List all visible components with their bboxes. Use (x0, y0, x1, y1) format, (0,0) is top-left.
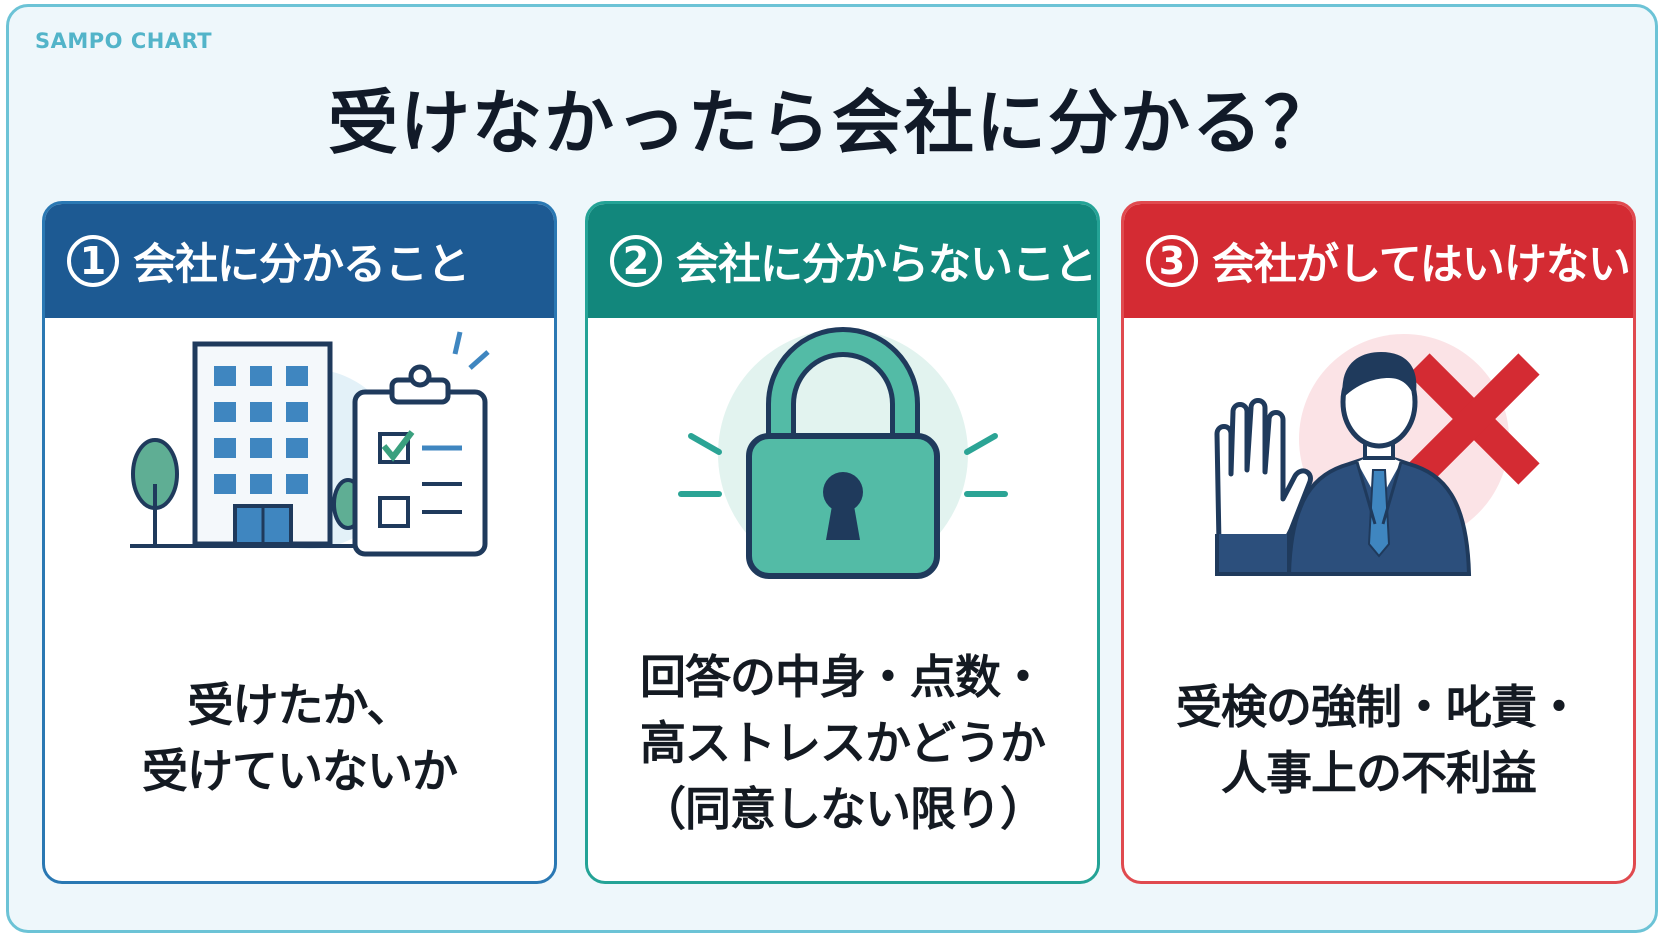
office-building-clipboard-icon (45, 324, 554, 664)
body-line: 高ストレスかどうか (640, 716, 1046, 770)
card-heading: 会社に分からないこと (676, 240, 1097, 290)
card-unknown-to-company: 2 会社に分からないこと 回答の中身・点数・ (585, 201, 1100, 884)
card-body-text: 受けたか、 受けていないか (45, 672, 554, 804)
card-header: 1 会社に分かること (45, 204, 554, 318)
infographic-frame: SAMPO CHART 受けなかったら会社に分かる？ 1 会社に分かること (6, 4, 1658, 933)
card-known-to-company: 1 会社に分かること (42, 201, 557, 884)
card-heading: 会社に分かること (133, 240, 470, 290)
number-badge: 2 (610, 235, 662, 287)
card-header: 3 会社がしてはいけないこと (1124, 204, 1633, 318)
body-line: 受検の強制・叱責・ (1176, 680, 1582, 734)
card-body-text: 回答の中身・点数・ 高ストレスかどうか （同意しない限り） (588, 644, 1097, 842)
number-badge: 3 (1146, 235, 1198, 287)
body-line: 受けていないか (142, 744, 458, 798)
card-body-text: 受検の強制・叱責・ 人事上の不利益 (1124, 674, 1633, 806)
body-line: 受けたか、 (187, 678, 412, 732)
body-line: （同意しない限り） (640, 782, 1046, 836)
card-prohibited-for-company: 3 会社がしてはいけないこと (1121, 201, 1636, 884)
brand-label: SAMPO CHART (35, 29, 213, 53)
body-line: 人事上の不利益 (1221, 746, 1537, 800)
number-badge: 1 (67, 235, 119, 287)
page-title: 受けなかったら会社に分かる？ (328, 82, 1336, 164)
body-line: 回答の中身・点数・ (640, 650, 1046, 704)
card-heading: 会社がしてはいけないこと (1212, 240, 1633, 290)
card-header: 2 会社に分からないこと (588, 204, 1097, 318)
padlock-icon (588, 324, 1097, 664)
businessman-stop-x-icon (1124, 324, 1633, 664)
